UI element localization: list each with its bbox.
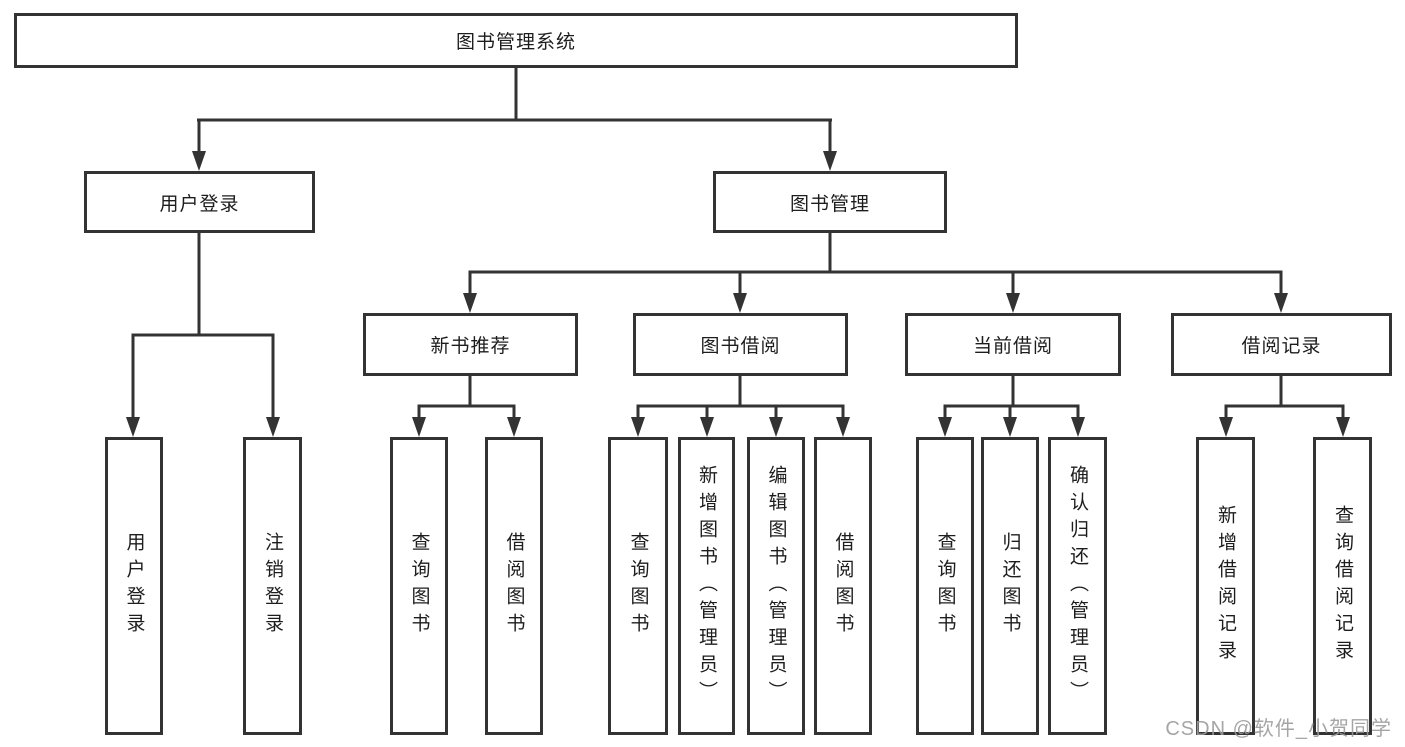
connector-current-borrow-branch xyxy=(943,376,1080,419)
leaf-borrow-books-recommend-label: 借阅图书 xyxy=(503,532,525,640)
arrowhead xyxy=(412,417,426,437)
connector-new-book-branch xyxy=(417,376,516,419)
node-user-login: 用户登录 xyxy=(84,171,315,233)
arrowhead xyxy=(192,151,206,171)
arrowhead xyxy=(266,417,280,437)
leaf-user-login-label: 用户登录 xyxy=(123,532,145,640)
node-book-borrow: 图书借阅 xyxy=(633,313,848,376)
leaf-user-login: 用户登录 xyxy=(105,437,163,735)
leaf-query-books-recommend: 查询图书 xyxy=(390,437,448,735)
arrowheads xyxy=(126,151,1350,437)
node-borrow-records: 借阅记录 xyxy=(1171,313,1392,376)
arrowhead xyxy=(1071,417,1085,437)
node-root-library-system: 图书管理系统 xyxy=(14,13,1018,68)
connector-lines xyxy=(131,68,1345,419)
leaf-borrow-books: 借阅图书 xyxy=(814,437,872,735)
arrowhead xyxy=(836,417,850,437)
leaf-borrow-books-label: 借阅图书 xyxy=(832,532,854,640)
arrowhead xyxy=(1006,293,1020,313)
node-book-management: 图书管理 xyxy=(713,171,947,233)
arrowhead xyxy=(631,417,645,437)
connector-book-management-branch xyxy=(468,233,1283,295)
node-current-borrow: 当前借阅 xyxy=(905,313,1121,376)
arrowhead xyxy=(733,293,747,313)
leaf-query-books-current-label: 查询图书 xyxy=(934,532,956,640)
leaf-query-borrow-record-label: 查询借阅记录 xyxy=(1332,505,1353,667)
arrowhead xyxy=(700,417,714,437)
leaf-edit-books-admin: 编辑图书（管理员） xyxy=(747,437,805,735)
connector-root-branch xyxy=(197,68,832,153)
connector-user-login-branch xyxy=(131,233,275,419)
leaf-query-books-borrow: 查询图书 xyxy=(608,437,668,735)
arrowhead xyxy=(1336,417,1350,437)
arrowhead xyxy=(463,293,477,313)
csdn-watermark: CSDN @软件_小贺同学 xyxy=(1165,718,1392,740)
leaf-query-books-recommend-label: 查询图书 xyxy=(408,532,430,640)
connector-book-borrow-branch xyxy=(636,376,845,419)
arrowhead xyxy=(126,417,140,437)
leaf-confirm-return-admin-label: 确认归还（管理员） xyxy=(1067,464,1088,708)
leaf-edit-books-admin-label: 编辑图书（管理员） xyxy=(765,464,787,708)
leaf-query-books-borrow-label: 查询图书 xyxy=(627,532,649,640)
arrowhead xyxy=(769,417,783,437)
leaf-borrow-books-recommend: 借阅图书 xyxy=(485,437,543,735)
arrowhead xyxy=(507,417,521,437)
leaf-add-books-admin: 新增图书（管理员） xyxy=(678,437,735,735)
arrowhead xyxy=(823,151,837,171)
node-new-book-recommend: 新书推荐 xyxy=(363,313,578,376)
leaf-logout: 注销登录 xyxy=(243,437,302,735)
arrowhead xyxy=(938,417,952,437)
arrowhead xyxy=(1003,417,1017,437)
leaf-add-borrow-record-label: 新增借阅记录 xyxy=(1215,505,1236,667)
leaf-logout-label: 注销登录 xyxy=(262,532,283,640)
leaf-query-borrow-record: 查询借阅记录 xyxy=(1313,437,1372,735)
leaf-add-books-admin-label: 新增图书（管理员） xyxy=(696,464,717,708)
arrowhead xyxy=(1274,293,1288,313)
leaf-add-borrow-record: 新增借阅记录 xyxy=(1196,437,1255,735)
connector-borrow-records-branch xyxy=(1224,376,1345,419)
leaf-return-books-label: 归还图书 xyxy=(999,532,1021,640)
leaf-confirm-return-admin: 确认归还（管理员） xyxy=(1048,437,1107,735)
leaf-return-books: 归还图书 xyxy=(981,437,1039,735)
leaf-query-books-current: 查询图书 xyxy=(916,437,974,735)
arrowhead xyxy=(1219,417,1233,437)
